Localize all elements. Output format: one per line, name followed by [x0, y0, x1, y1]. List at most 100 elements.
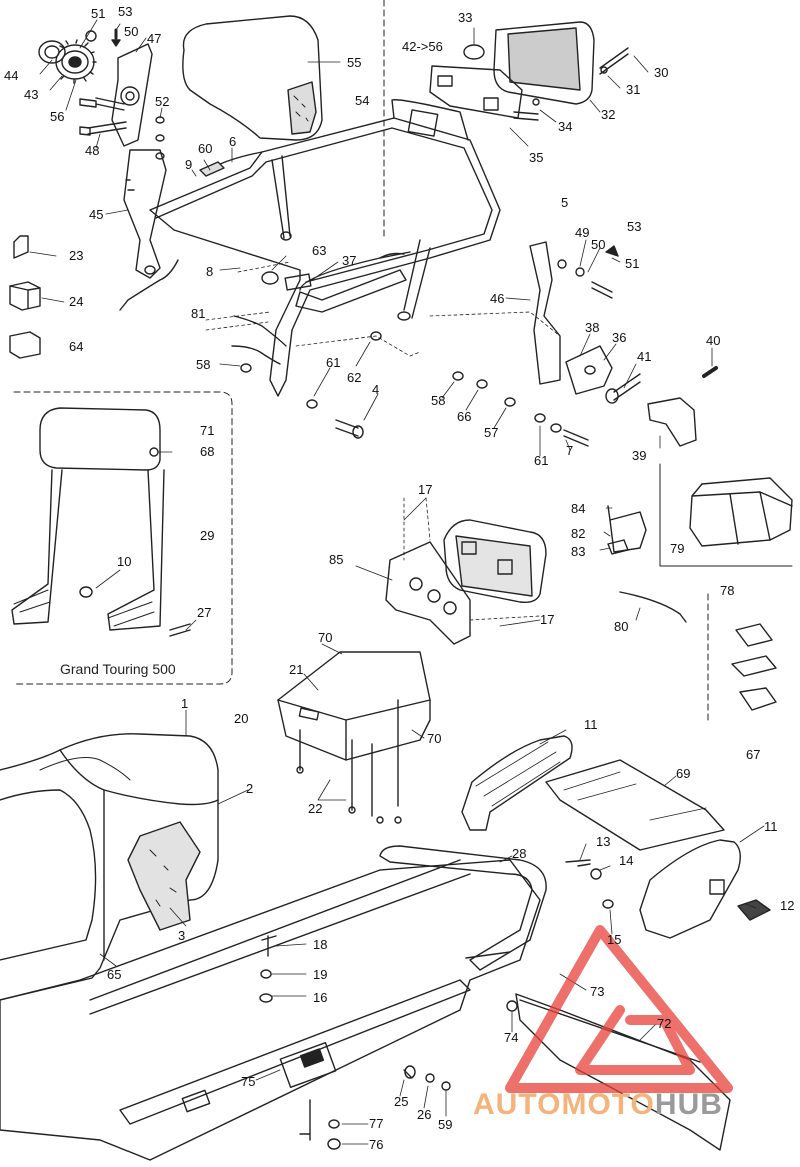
callout-35: 35	[529, 150, 544, 165]
callout-20: 20	[234, 711, 249, 726]
callout-82: 82	[571, 526, 586, 541]
callout-62: 62	[347, 370, 362, 385]
callout-4: 4	[372, 382, 380, 397]
callout-67: 67	[746, 747, 761, 762]
callout-59: 59	[438, 1117, 453, 1132]
callout-11b: 11	[764, 819, 778, 834]
callout-10: 10	[117, 554, 132, 569]
callout-78: 78	[720, 583, 735, 598]
callout-31: 31	[626, 82, 641, 97]
callout-45: 45	[89, 207, 104, 222]
callout-58: 58	[196, 357, 211, 372]
callout-83: 83	[571, 544, 586, 559]
callout-36: 36	[612, 330, 627, 345]
callout-73: 73	[590, 984, 605, 999]
callout-57: 57	[484, 425, 499, 440]
callout-14: 14	[619, 853, 634, 868]
callout-77: 77	[369, 1116, 384, 1131]
gt-backrest	[11, 407, 191, 637]
callout-5: 5	[561, 195, 569, 210]
watermark-part1: AUTOMOTO	[473, 1088, 655, 1121]
callout-19: 19	[313, 967, 328, 982]
leader-lines	[29, 19, 765, 1145]
callout-55: 55	[347, 55, 362, 70]
callout-13: 13	[596, 834, 611, 849]
callout-72: 72	[657, 1016, 672, 1031]
callout-33: 33	[458, 10, 473, 25]
callout-54: 54	[355, 93, 370, 108]
callout-69: 69	[676, 766, 691, 781]
callout-48: 48	[85, 143, 100, 158]
callout-38: 38	[585, 320, 600, 335]
callout-43: 43	[24, 87, 39, 102]
hub-assembly	[38, 28, 167, 279]
callout-23: 23	[69, 248, 84, 263]
callout-21: 21	[289, 662, 304, 677]
taillight-assembly	[429, 21, 595, 121]
callout-60: 60	[198, 141, 213, 156]
callout-63: 63	[312, 243, 327, 258]
callout-12: 12	[780, 898, 795, 913]
callout-76: 76	[369, 1137, 384, 1152]
callout-49: 49	[575, 225, 590, 240]
callout-22: 22	[308, 801, 323, 816]
callout-40: 40	[706, 333, 721, 348]
callout-1: 1	[181, 696, 189, 711]
callout-71: 71	[200, 423, 215, 438]
callout-26: 26	[417, 1107, 432, 1122]
callout-58b: 58	[431, 393, 446, 408]
callout-61b: 61	[534, 453, 549, 468]
callout-16: 16	[313, 990, 328, 1005]
callout-7: 7	[566, 443, 574, 458]
callout-15: 15	[607, 932, 622, 947]
callout-8: 8	[206, 264, 214, 279]
luggage-rack	[149, 99, 501, 397]
callout-29: 29	[200, 528, 215, 543]
callout-17: 17	[418, 482, 433, 497]
callout-46: 46	[490, 291, 505, 306]
callout-79: 79	[670, 541, 685, 556]
callout-53b: 53	[627, 219, 642, 234]
callout-51b: 51	[625, 256, 640, 271]
callout-24: 24	[69, 294, 84, 309]
callout-18: 18	[313, 937, 328, 952]
callout-51: 51	[91, 6, 106, 21]
callout-6: 6	[229, 134, 237, 149]
callout-30: 30	[654, 65, 669, 80]
callout-39: 39	[632, 448, 647, 463]
callout-11: 11	[584, 717, 598, 732]
callout-50: 50	[124, 24, 139, 39]
callout-34: 34	[558, 119, 573, 134]
callout-2: 2	[246, 781, 254, 796]
callout-27: 27	[197, 605, 212, 620]
callout-56: 56	[50, 109, 65, 124]
callout-3: 3	[178, 928, 186, 943]
callout-66: 66	[457, 409, 472, 424]
callout-61: 61	[326, 355, 341, 370]
automotohub-logo-mark	[505, 925, 733, 1093]
callout-70b: 70	[427, 731, 442, 746]
callout-52: 52	[155, 94, 170, 109]
callout-80: 80	[614, 619, 629, 634]
callout-42-to-56: 42->56	[402, 39, 443, 54]
callout-32: 32	[601, 107, 616, 122]
callout-9: 9	[185, 157, 193, 172]
callout-84: 84	[571, 501, 586, 516]
callout-47: 47	[147, 31, 162, 46]
callout-17b: 17	[540, 612, 555, 627]
callout-74: 74	[504, 1030, 519, 1045]
tunnel-chassis	[0, 845, 547, 1161]
watermark-part2: HUB	[654, 1088, 723, 1121]
main-seat	[0, 733, 219, 1001]
callout-75: 75	[241, 1074, 256, 1089]
backrest-pad	[182, 15, 323, 141]
callout-81: 81	[191, 306, 206, 321]
callout-37: 37	[342, 253, 357, 268]
callout-65: 65	[107, 967, 122, 982]
callout-41: 41	[637, 349, 652, 364]
callout-68: 68	[200, 444, 215, 459]
callout-50b: 50	[591, 237, 606, 252]
callout-53: 53	[118, 4, 133, 19]
storage-box	[277, 651, 431, 824]
